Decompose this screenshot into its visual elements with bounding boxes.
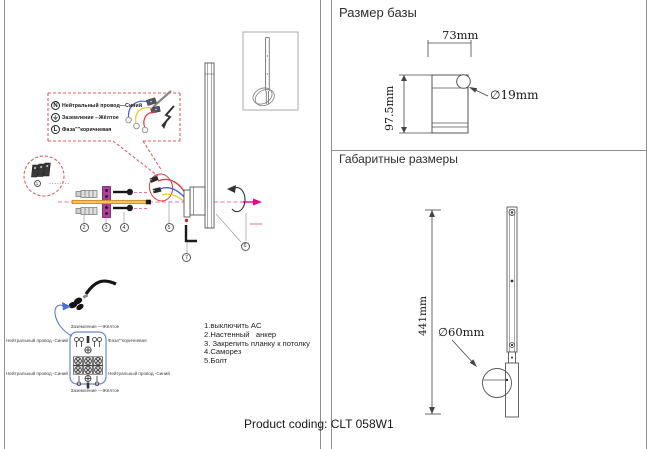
part-3-bubble: 3 (101, 223, 111, 232)
ring-diameter-label: ∅60mm (438, 325, 485, 339)
wall-anchors (75, 190, 98, 215)
sheet-right-border (646, 0, 647, 449)
overall-size-title: Габаритные размеры (339, 152, 458, 166)
connector-callout-circle (23, 155, 69, 197)
step-4: 4.Саморез (204, 347, 242, 357)
top-ground-label: Заземление —Жёлтое (70, 324, 120, 329)
bottom-ground-label: Заземление —Жёлтое (70, 388, 120, 393)
supply-cable (84, 279, 117, 295)
part-1-bubble: 1 (33, 179, 41, 187)
part-4-bubble: 4 (119, 223, 129, 232)
step-5: 5.Болт (204, 356, 228, 366)
panel-divider-right (331, 0, 332, 449)
wire-ends-highlight (148, 173, 187, 204)
phase-symbol: L (51, 125, 60, 135)
screws (113, 188, 133, 212)
terminal-screws (73, 356, 103, 375)
earth-ground-icon (51, 113, 60, 123)
left-top-wire-label: Нейтральный провод -Синий (6, 338, 68, 343)
connect-arrow (54, 304, 73, 337)
legend-row-phase: L Фаза""коричневая (51, 125, 142, 135)
neutral-symbol: N (51, 101, 60, 110)
knob-diameter-label: ∅19mm (490, 88, 539, 102)
lamp-side-view (482, 206, 519, 418)
left-bottom-wire-label: Нейтральный провод -Синий (6, 371, 68, 376)
wiring-callout-box (47, 92, 181, 177)
threaded-rod (71, 199, 151, 205)
overall-height-dim-label: 441mm (417, 296, 429, 336)
part-7-bubble: 7 (182, 253, 191, 262)
installation-steps: 1.выключить AC 2.Настенный анкер 3. Закр… (204, 321, 310, 366)
rotation-arrow (227, 185, 246, 213)
product-coding: Product coding: CLT 058W1 (244, 417, 394, 431)
step-1: 1.выключить AC (204, 321, 262, 330)
overall-size-drawing (425, 206, 519, 418)
right-bottom-wire-label: Нейтральный провод -Синий (108, 371, 170, 376)
ground-label: Заземление --Жёлтое (62, 114, 119, 121)
base-height-dim-label: 97.5mm (383, 85, 396, 131)
right-panel-separator (332, 150, 646, 151)
wire-color-legend: N Нейтральный провод—Синий Заземление --… (51, 101, 142, 138)
base-size-drawing (399, 40, 489, 134)
right-top-wire-label: Фаза""коричневая (108, 338, 147, 343)
callout-wire-drawing (125, 90, 175, 134)
step-3: 3. Закрепить планку к потолку (204, 338, 310, 348)
neutral-label: Нейтральный провод—Синий (62, 102, 143, 109)
part-leader-lines (83, 201, 247, 253)
base-size-title: Размер базы (339, 5, 417, 20)
exploded-assembly (58, 62, 262, 253)
sheet-left-border (4, 0, 5, 449)
base-width-dim-label: 73mm (442, 28, 479, 42)
lamp-base (183, 62, 215, 229)
part-6-bubble: 6 (240, 241, 250, 251)
l-bracket (184, 225, 197, 243)
terminal-wiring-diagram (54, 279, 117, 389)
legend-row-neutral: N Нейтральный провод—Синий (51, 101, 142, 110)
legend-row-ground: Заземление --Жёлтое (51, 113, 142, 123)
assembled-lamp-thumbnail (242, 31, 299, 111)
part-2-bubble: 2 (79, 223, 89, 232)
panel-divider-left (320, 0, 321, 449)
part-5-bubble: 5 (164, 223, 174, 232)
phase-label: Фаза""коричневая (62, 126, 112, 133)
terminal-block-icon (31, 162, 51, 178)
step-2: 2.Настенный анкер (204, 329, 277, 339)
